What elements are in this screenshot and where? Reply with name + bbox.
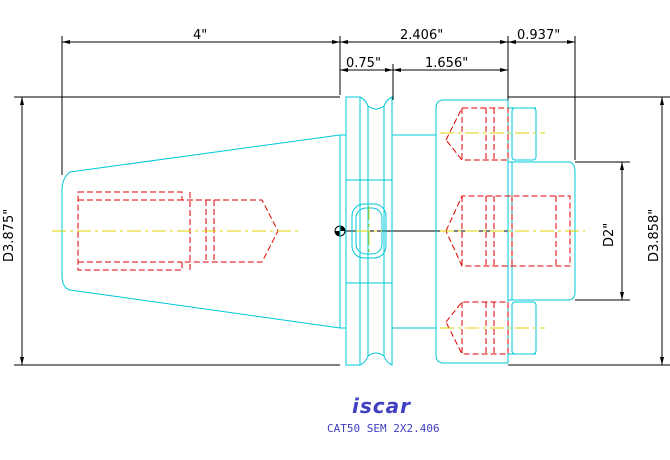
dim-diameter-right: D3.858" <box>647 209 662 262</box>
brand-logo: iscar <box>352 394 411 418</box>
dim-length-right: 0.937" <box>517 28 560 43</box>
dimension-lines <box>14 36 670 366</box>
dimension-arrows <box>20 40 664 365</box>
tool-caption: CAT50 SEM 2X2.406 <box>327 422 440 435</box>
dim-length-mid: 2.406" <box>400 28 443 43</box>
dim-flange: 0.75" <box>346 56 381 71</box>
dim-gauge: 1.656" <box>425 56 468 71</box>
dim-diameter-left: D3.875" <box>2 209 17 262</box>
hidden-features <box>77 107 571 355</box>
dim-length-left: 4" <box>193 28 207 43</box>
center-marks <box>52 132 585 329</box>
dim-diameter-pilot: D2" <box>602 223 617 247</box>
